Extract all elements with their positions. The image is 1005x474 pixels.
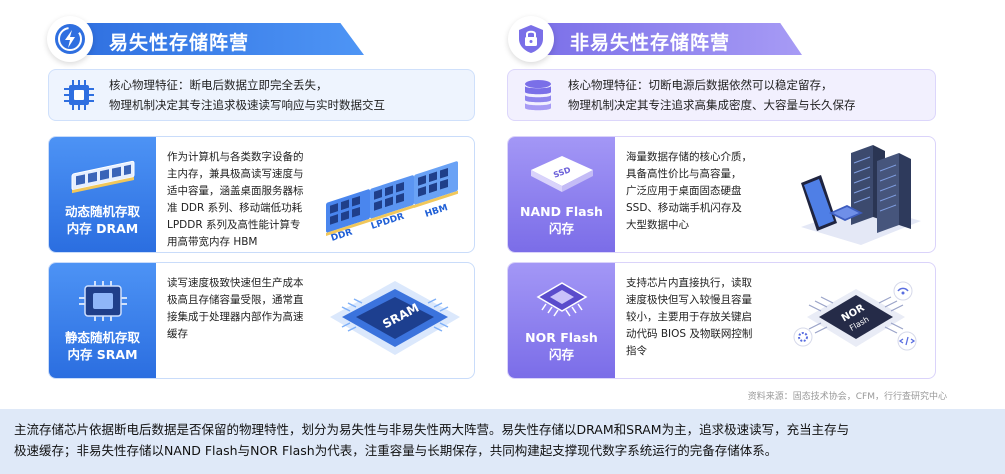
summary-line-2: 极速缓存；非易失性存储以NAND Flash与NOR Flash为代表，注重容量… — [14, 443, 778, 458]
nor-desc-line: 支持芯片内直接执行，读取 — [626, 277, 752, 289]
nand-label-line-1: NAND Flash — [520, 204, 603, 219]
source-note: 资料来源：固态技术协会，CFM，行行查研究中心 — [747, 392, 947, 402]
dram-desc-line: 适中容量，涵盖桌面服务器标 — [167, 185, 304, 197]
nor-chip-illustration: NOR Flash — [781, 267, 931, 375]
hbm-label: HBM — [424, 203, 449, 220]
sram-chip-illustration: SRAM — [320, 267, 470, 375]
volatile-header: 易失性存储阵营 — [47, 16, 367, 62]
dram-desc-line: 作为计算机与各类数字设备的 — [167, 151, 304, 163]
ram-module-icon — [68, 149, 138, 201]
sram-label-line-2: 内存 SRAM — [67, 347, 138, 362]
wifi-icon — [893, 281, 913, 301]
sram-card: 静态随机存取 内存 SRAM 读写速度极致快速但生产成本 极高且存储容量受限，通… — [48, 262, 475, 379]
nor-side-panel: NOR Flash 闪存 — [508, 263, 615, 378]
servers-phone-illustration — [781, 141, 931, 249]
lpddr-module — [370, 175, 414, 222]
server-rack-icon — [851, 145, 911, 233]
hbm-module — [414, 161, 458, 208]
nand-desc-line: SSD、移动端手机闪存及 — [626, 202, 742, 214]
nor-label-line-2: 闪存 — [548, 347, 574, 362]
nor-desc-line: 指令 — [626, 345, 647, 357]
sram-desc-line: 读写速度极致快速但生产成本 — [167, 277, 304, 289]
nor-desc-line: 速度极快但写入较慢且容量 — [626, 294, 752, 306]
volatile-feature-box: 核心物理特征：断电后数据立即完全丢失， 物理机制决定其专注追求极速读写响应与实时… — [48, 69, 475, 121]
nand-desc-line: 大型数据中心 — [626, 219, 689, 231]
dram-desc-line: LPDDR 系列及高性能计算专 — [167, 219, 301, 231]
ssd-chip-icon — [829, 205, 863, 221]
nor-desc-line: 动代码 BIOS 及物联网控制 — [626, 328, 753, 340]
sram-desc-line: 接集成于处理器内部作为高速 — [167, 311, 304, 323]
dram-description: 作为计算机与各类数字设备的 主内存，兼具极高读写速度与 适中容量，涵盖桌面服务器… — [167, 149, 327, 251]
sram-label-line-1: 静态随机存取 — [64, 330, 140, 345]
nand-description: 海量数据存储的核心介质， 具备高性价比与高容量， 广泛应用于桌面固态硬盘 SSD… — [626, 149, 786, 234]
nor-card: NOR Flash 闪存 支持芯片内直接执行，读取 速度极快但写入较慢且容量 较… — [507, 262, 936, 379]
nonvolatile-title: 非易失性存储阵营 — [570, 32, 731, 54]
nor-label-line-1: NOR Flash — [525, 330, 598, 345]
phone-icon — [801, 175, 837, 231]
nor-description: 支持芯片内直接执行，读取 速度极快但写入较慢且容量 较小，主要用于存放关键启 动… — [626, 275, 786, 360]
nand-side-panel: SSD NAND Flash 闪存 — [508, 137, 615, 252]
ddr-module — [326, 189, 370, 236]
sram-side-panel: 静态随机存取 内存 SRAM — [49, 263, 156, 378]
sram-desc-line: 缓存 — [167, 328, 188, 340]
nor-desc-line: 较小，主要用于存放关键启 — [626, 311, 752, 323]
lock-shield-icon — [508, 16, 554, 62]
nand-desc-line: 广泛应用于桌面固态硬盘 — [626, 185, 742, 197]
dram-desc-line: 准 DDR 系列、移动端低功耗 — [167, 202, 303, 214]
nand-label-line-2: 闪存 — [548, 221, 574, 236]
dram-desc-line: 主内存，兼具极高读写速度与 — [167, 168, 304, 180]
volatile-title: 易失性存储阵营 — [109, 32, 250, 54]
code-icon — [897, 331, 917, 351]
volatile-feature-line-2: 物理机制决定其专注追求极速读写响应与实时数据交互 — [109, 98, 385, 112]
volatile-header-bar — [69, 23, 364, 55]
gear-icon — [793, 327, 813, 347]
volatile-feature-line-1: 核心物理特征：断电后数据立即完全丢失， — [109, 78, 328, 92]
dram-label-line-1: 动态随机存取 — [64, 204, 140, 219]
nonvolatile-header: 非易失性存储阵营 — [508, 16, 828, 62]
sram-chip-icon — [75, 275, 131, 327]
summary-line-1: 主流存储芯片依据断电后数据是否保留的物理特性，划分为易失性与非易失性两大阵营。易… — [14, 422, 850, 437]
nonvolatile-feature-line-2: 物理机制决定其专注追求高集成密度、大容量与长久保存 — [568, 98, 856, 112]
dram-side-panel: 动态随机存取 内存 DRAM — [49, 137, 156, 252]
dram-desc-line: 用高带宽内存 HBM — [167, 236, 258, 248]
nand-card: SSD NAND Flash 闪存 海量数据存储的核心介质， 具备高性价比与高容… — [507, 136, 936, 253]
lightning-shield-icon — [47, 16, 93, 62]
nand-desc-line: 海量数据存储的核心介质， — [626, 151, 752, 163]
ssd-icon: SSD — [527, 149, 597, 201]
nor-chip-icon — [532, 275, 592, 327]
summary-box: 主流存储芯片依据断电后数据是否保留的物理特性，划分为易失性与非易失性两大阵营。易… — [0, 409, 1005, 474]
nand-desc-line: 具备高性价比与高容量， — [626, 168, 742, 180]
dram-modules-illustration: DDR LPDDR HBM — [320, 141, 470, 249]
nonvolatile-feature-line-1: 核心物理特征：切断电源后数据依然可以稳定留存， — [568, 78, 833, 92]
chip-icon — [49, 77, 109, 113]
sram-description: 读写速度极致快速但生产成本 极高且存储容量受限，通常直 接集成于处理器内部作为高… — [167, 275, 327, 343]
nonvolatile-header-bar — [530, 23, 802, 55]
dram-label-line-2: 内存 DRAM — [66, 221, 139, 236]
dram-card: 动态随机存取 内存 DRAM 作为计算机与各类数字设备的 主内存，兼具极高读写速… — [48, 136, 475, 253]
sram-desc-line: 极高且存储容量受限，通常直 — [167, 294, 304, 306]
nonvolatile-feature-box: 核心物理特征：切断电源后数据依然可以稳定留存， 物理机制决定其专注追求高集成密度… — [507, 69, 936, 121]
database-icon — [508, 77, 568, 113]
